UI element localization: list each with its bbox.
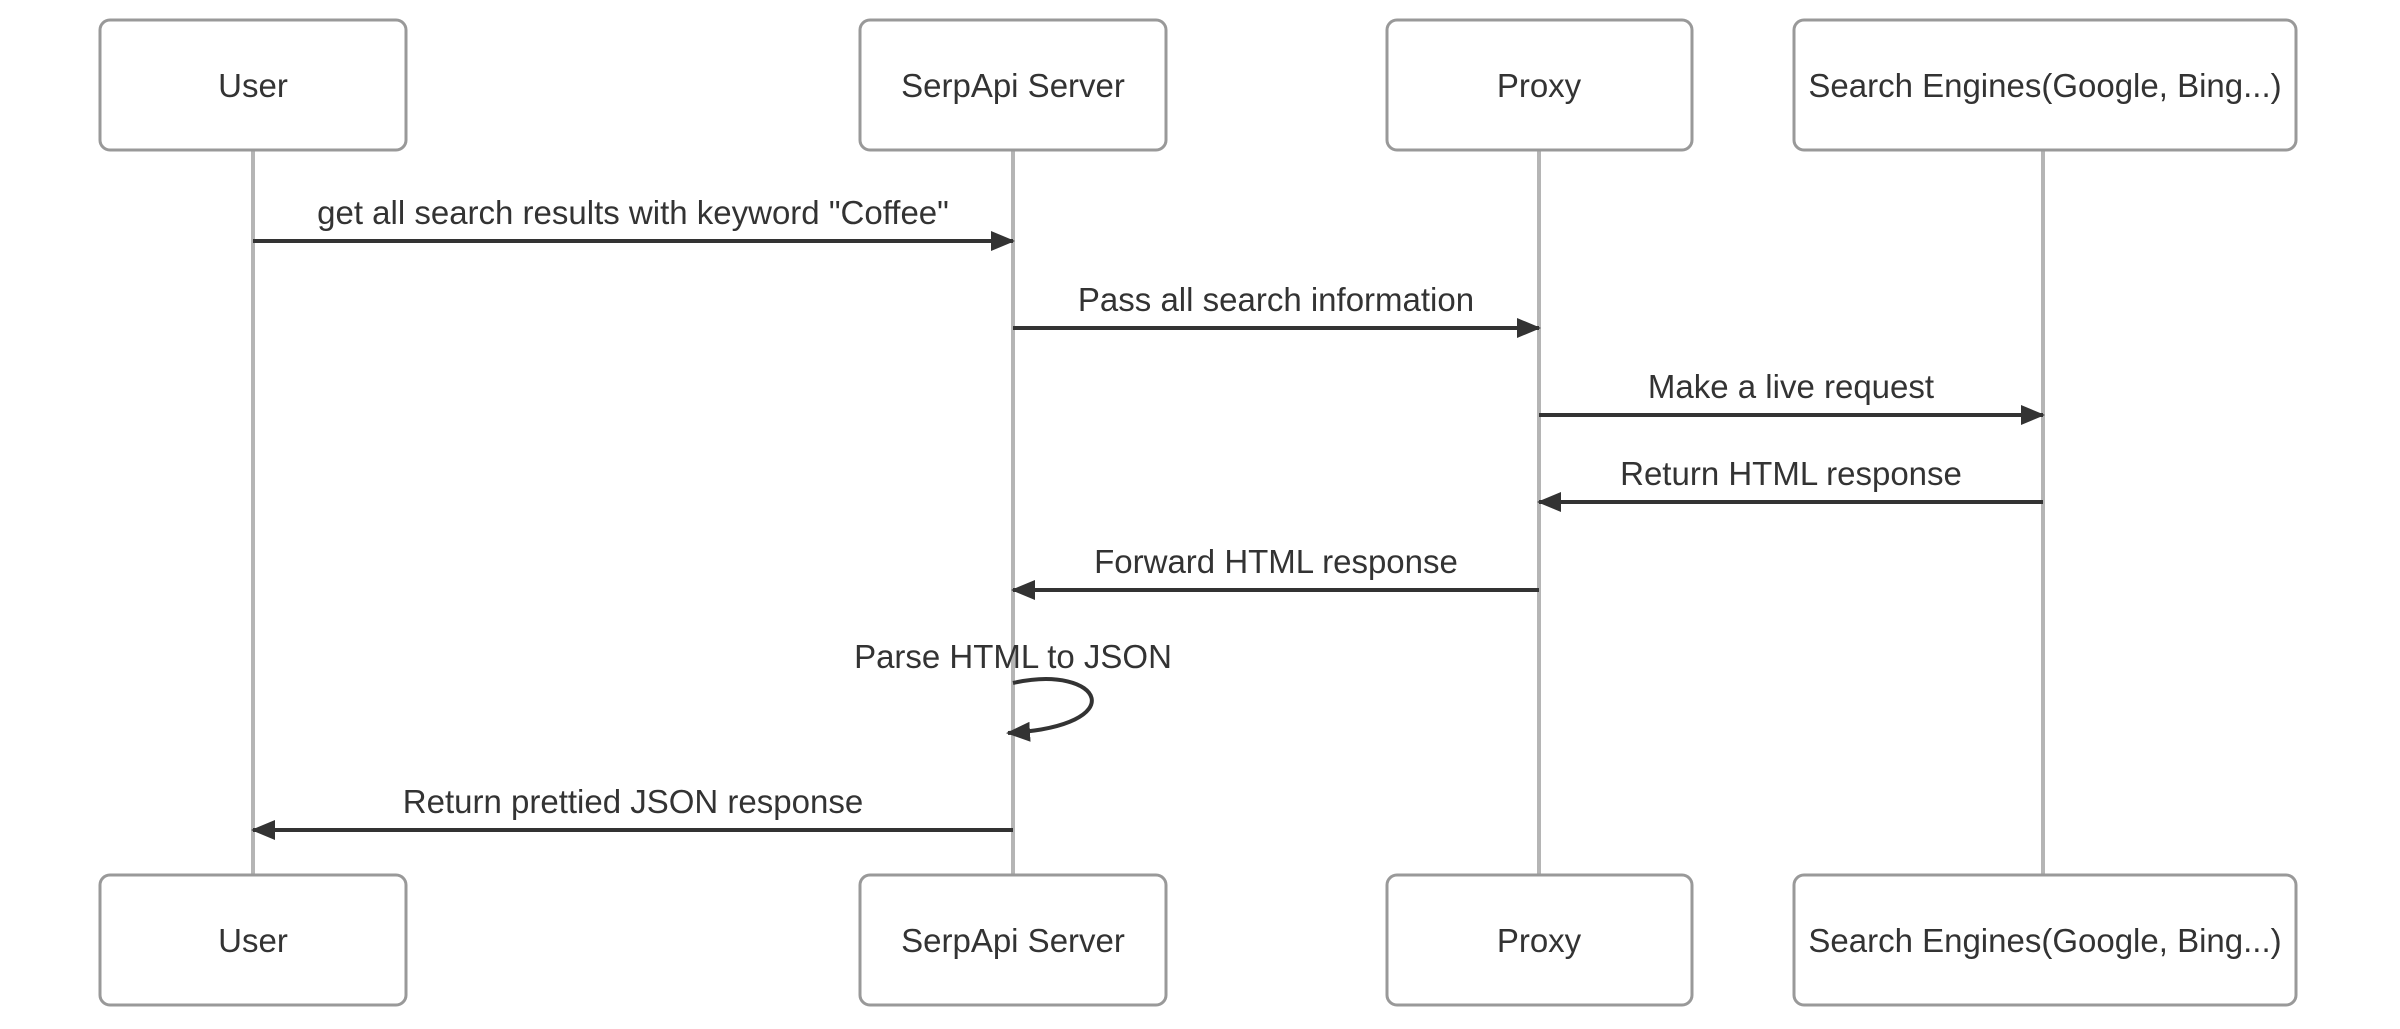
- actors-top: User SerpApi Server Proxy Search Engines…: [98, 18, 2298, 152]
- actor-bottom-user-box: [98, 873, 408, 1007]
- actor-top-proxy-label: Proxy: [1497, 67, 1582, 104]
- actor-bottom-search-engines-box: [1792, 873, 2298, 1007]
- actor-top-proxy-box: [1385, 18, 1694, 152]
- actor-top-search-engines-label: Search Engines(Google, Bing...): [1808, 67, 2281, 104]
- lifelines: [251, 150, 2045, 875]
- actor-bottom-proxy-label: Proxy: [1497, 922, 1582, 959]
- actor-bottom-search-engines-label: Search Engines(Google, Bing...): [1808, 922, 2281, 959]
- actor-top-user-box: [98, 18, 408, 152]
- actor-bottom-user-label: User: [218, 922, 288, 959]
- message-label-forward-html: Forward HTML response: [1094, 543, 1458, 580]
- actor-top-user-label: User: [218, 67, 288, 104]
- message-label-return-json: Return prettied JSON response: [403, 783, 863, 820]
- actor-top-serpapi-server-box: [858, 18, 1168, 152]
- actor-bottom-proxy-box: [1385, 873, 1694, 1007]
- actor-bottom-serpapi-server-box: [858, 873, 1168, 1007]
- messages: get all search results with keyword "Cof…: [251, 194, 2045, 840]
- actor-bottom-serpapi-server-label: SerpApi Server: [901, 922, 1125, 959]
- message-label-pass-info: Pass all search information: [1078, 281, 1474, 318]
- message-arrow-parse-html-self-loop: [1006, 677, 1094, 742]
- message-label-return-html: Return HTML response: [1620, 455, 1962, 492]
- message-label-get-results: get all search results with keyword "Cof…: [317, 194, 949, 231]
- actor-top-serpapi-server-label: SerpApi Server: [901, 67, 1125, 104]
- message-label-live-request: Make a live request: [1648, 368, 1934, 405]
- message-label-parse-html: Parse HTML to JSON: [854, 638, 1172, 675]
- actor-top-search-engines-box: [1792, 18, 2298, 152]
- actors-bottom: User SerpApi Server Proxy Search Engines…: [98, 873, 2298, 1007]
